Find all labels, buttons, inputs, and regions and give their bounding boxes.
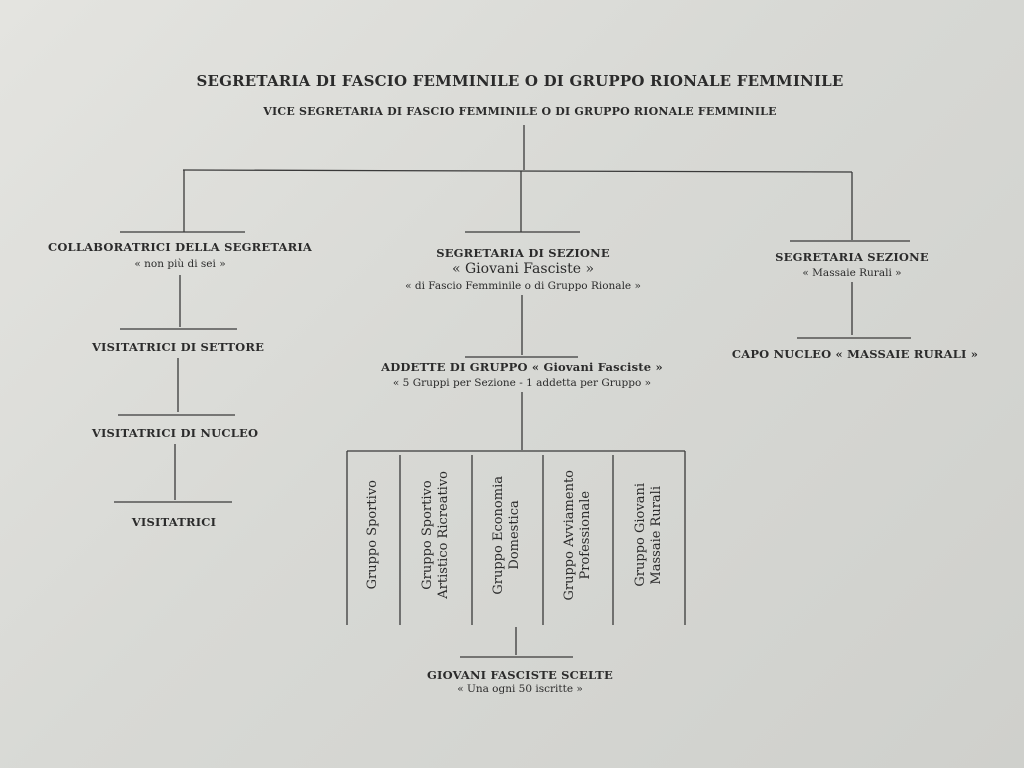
node-scelte: GIOVANI FASCISTE SCELTE	[426, 668, 614, 682]
node-scelte-note: « Una ogni 50 iscritte »	[457, 683, 583, 695]
group-label: Gruppo Economia Domestica	[491, 475, 522, 595]
node-visitatrici: VISITATRICI	[131, 515, 217, 529]
node-visitatrici-nucleo: VISITATRICI DI NUCLEO	[91, 426, 259, 440]
group-column: Gruppo Sportivo Artistico Ricreativo	[411, 455, 461, 615]
group-label: Gruppo Giovani Massaie Rurali	[633, 483, 664, 587]
group-column: Gruppo Sportivo	[348, 455, 398, 615]
node-segretaria-massaie: SEGRETARIA SEZIONE	[775, 250, 929, 264]
chart-title: SEGRETARIA DI FASCIO FEMMINILE O DI GRUP…	[196, 72, 844, 90]
node-addette-note: « 5 Gruppi per Sezione - 1 addetta per G…	[392, 377, 652, 389]
chart-subtitle: VICE SEGRETARIA DI FASCIO FEMMINILE O DI…	[263, 105, 777, 118]
group-label: Gruppo Sportivo Artistico Ricreativo	[420, 471, 451, 599]
connector-line	[182, 169, 853, 173]
node-sezione-name: « Giovani Fasciste »	[451, 261, 595, 277]
node-visitatrici-settore: VISITATRICI DI SETTORE	[91, 340, 265, 354]
node-collaboratrici-note: « non più di sei »	[134, 258, 226, 270]
node-segretaria-sezione: SEGRETARIA DI SEZIONE	[436, 246, 610, 260]
node-addette: ADDETTE DI GRUPPO « Giovani Fasciste »	[381, 360, 663, 374]
group-column: Gruppo Giovani Massaie Rurali	[624, 455, 674, 615]
group-label: Gruppo Sportivo	[365, 480, 380, 590]
group-column: Gruppo Avviamento Professionale	[553, 455, 603, 615]
node-capo-nucleo: CAPO NUCLEO « MASSAIE RURALI »	[731, 347, 979, 361]
group-column: Gruppo Economia Domestica	[482, 455, 532, 615]
group-label: Gruppo Avviamento Professionale	[562, 469, 593, 601]
node-collaboratrici: COLLABORATRICI DELLA SEGRETARIA	[47, 240, 313, 254]
node-sezione-note: « di Fascio Femminile o di Gruppo Rional…	[405, 280, 641, 292]
node-massaie-note: « Massaie Rurali »	[802, 267, 902, 279]
